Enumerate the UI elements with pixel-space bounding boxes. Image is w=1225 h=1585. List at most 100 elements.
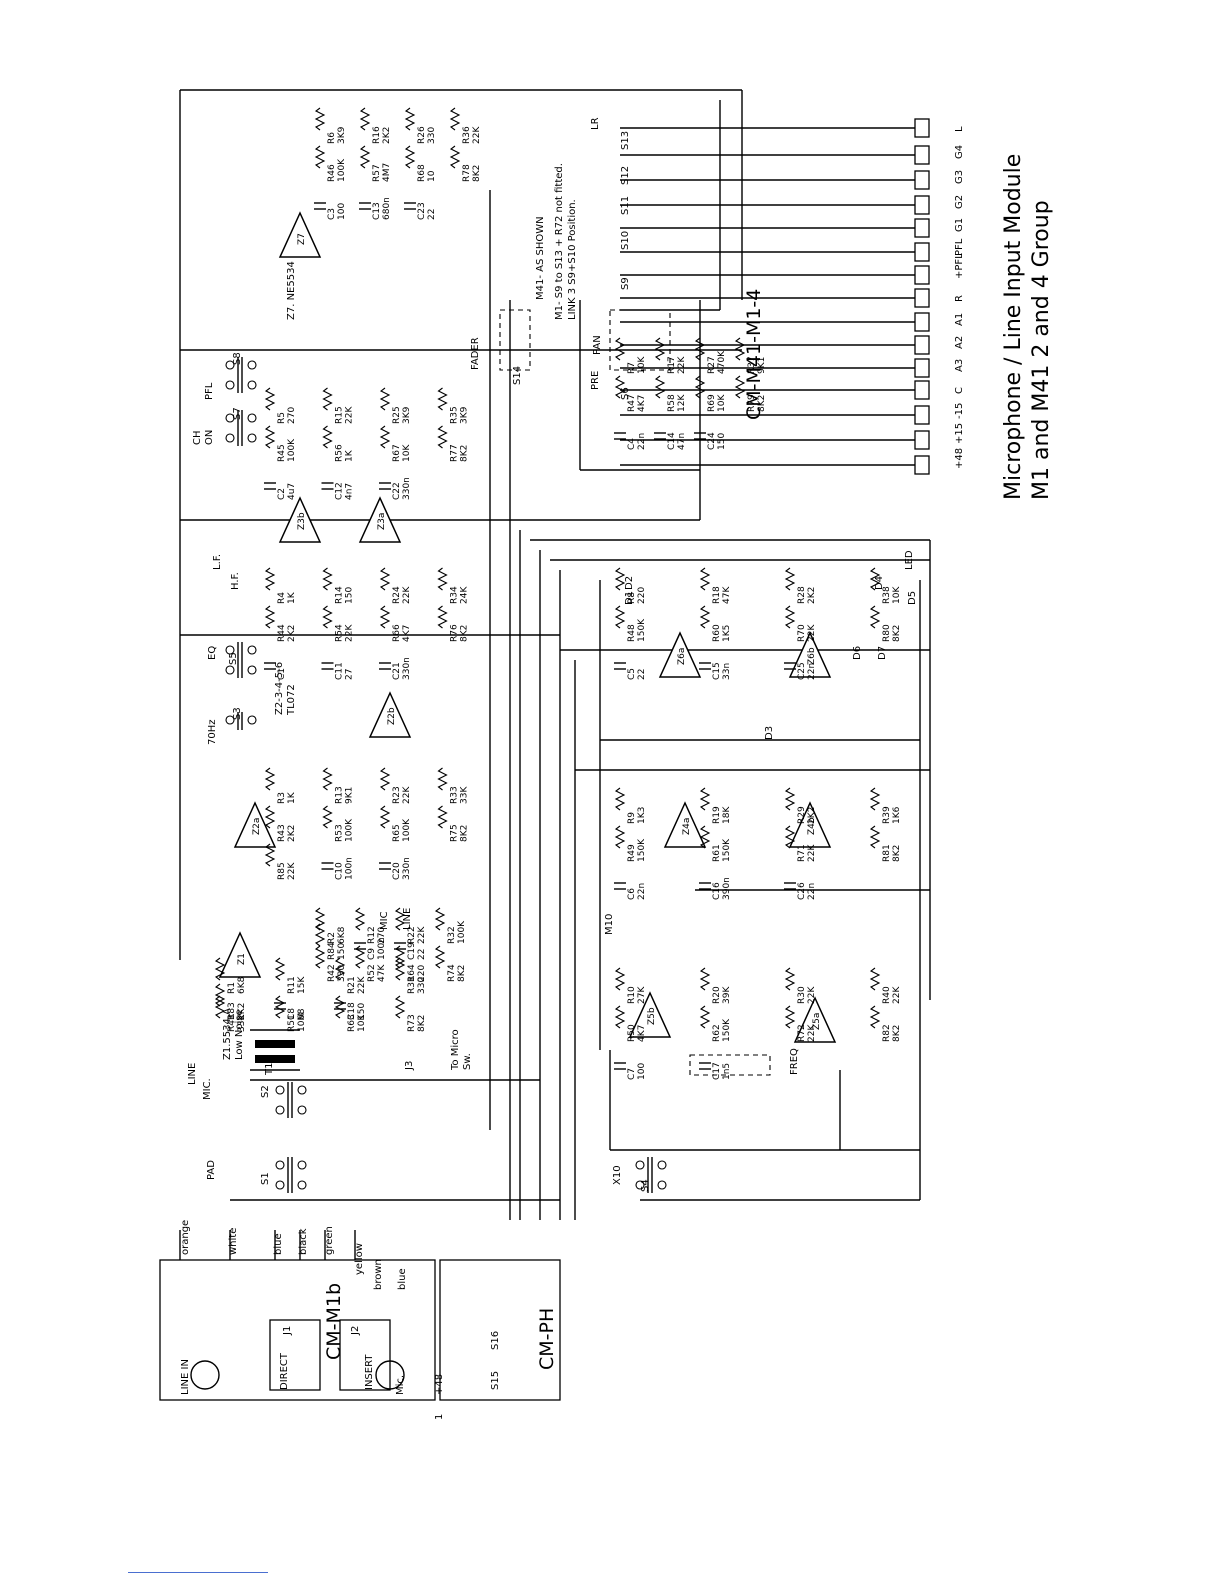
misc-ref: D6: [852, 646, 863, 660]
opamp: Z2b: [368, 691, 412, 738]
component-ref: C3: [327, 208, 337, 220]
component-ref: R67: [392, 444, 402, 462]
component-value: 22n: [637, 433, 647, 450]
component-ref: R39: [882, 806, 892, 824]
component-value: 680n: [382, 197, 392, 220]
connector-pin: L: [620, 118, 965, 138]
component-value: 150: [717, 433, 727, 450]
connector-label: A3: [954, 359, 965, 372]
component-ref: R27: [707, 356, 717, 374]
opamp: Z7: [278, 211, 322, 258]
component-ref: R9: [627, 812, 637, 824]
note-m1-a: M1- S9 to S13 + R72 not fitted.: [554, 163, 565, 320]
misc-ref: D2: [624, 576, 635, 590]
opamp-label: Z7: [297, 233, 307, 245]
switch-ref: S2: [260, 1085, 271, 1098]
component-ref: R60: [712, 624, 722, 642]
opamp: Z6b: [788, 631, 832, 678]
switch-label-ch: CH: [192, 430, 203, 445]
switch-label-lf: L.F.: [212, 554, 223, 570]
component-value: 10K: [402, 444, 412, 462]
connector-pin: G2: [620, 195, 965, 215]
component-value: 4n7: [345, 483, 355, 500]
component-value: 10K: [892, 586, 902, 604]
component-value: 4K7: [637, 395, 647, 412]
wire-color-label: orange: [180, 1220, 191, 1255]
component-ref: C23: [417, 202, 427, 220]
component-ref: R21: [347, 976, 357, 994]
component-ref: R64: [407, 964, 417, 982]
component-value: 10K: [717, 394, 727, 412]
s14-box: [499, 309, 531, 371]
switch-label-pan: PAN: [592, 335, 603, 355]
opamp: Z2a: [233, 801, 277, 848]
component-ref: R49: [627, 844, 637, 862]
switch-label-pad: PAD: [206, 1160, 217, 1180]
opamp: Z5b: [628, 991, 672, 1038]
note-z1b: Low Noise: [234, 1009, 245, 1060]
title-block: Microphone / Line Input Module M1 and M4…: [1001, 154, 1054, 500]
component-ref: R54: [335, 624, 345, 642]
component-ref: R61: [712, 844, 722, 862]
component-ref: C7: [627, 1068, 637, 1080]
switch-label-insert: INSERT: [364, 1354, 375, 1390]
switch-label-pfl: PFL: [204, 382, 215, 400]
component-ref: R74: [447, 964, 457, 982]
component-value: 8K2: [417, 1015, 427, 1032]
component-ref: R2: [327, 932, 337, 944]
component-value: 22: [417, 949, 427, 960]
connector-label: G2: [954, 195, 965, 209]
component-ref: R80: [882, 624, 892, 642]
component-value: 47K: [377, 964, 387, 982]
component-ref: R6: [327, 132, 337, 144]
component-value: 150: [357, 1003, 367, 1020]
component-ref: C21: [392, 662, 402, 680]
component-ref: R37: [747, 356, 757, 374]
component-value: 22n: [807, 663, 817, 680]
component-ref: R66: [392, 624, 402, 642]
connector-label: A1: [954, 313, 965, 326]
component-ref: C5: [627, 668, 637, 680]
component-value: 8K2: [460, 625, 470, 642]
note-z2b: TL072: [286, 684, 297, 716]
connector-pin: PFL: [620, 238, 965, 262]
component-value: 15K: [297, 976, 307, 994]
connector-label: PFL: [954, 238, 965, 256]
switch-label-freq: FREQ: [789, 1048, 800, 1075]
wire-color-label: brown: [373, 1259, 384, 1290]
component-ref: C18: [347, 1002, 357, 1020]
component-ref: R42: [327, 964, 337, 982]
component-ref: R24: [392, 586, 402, 604]
component-value: 9K1: [345, 787, 355, 804]
component-ref: R65: [392, 824, 402, 842]
connector-pin: -15: [620, 403, 965, 425]
